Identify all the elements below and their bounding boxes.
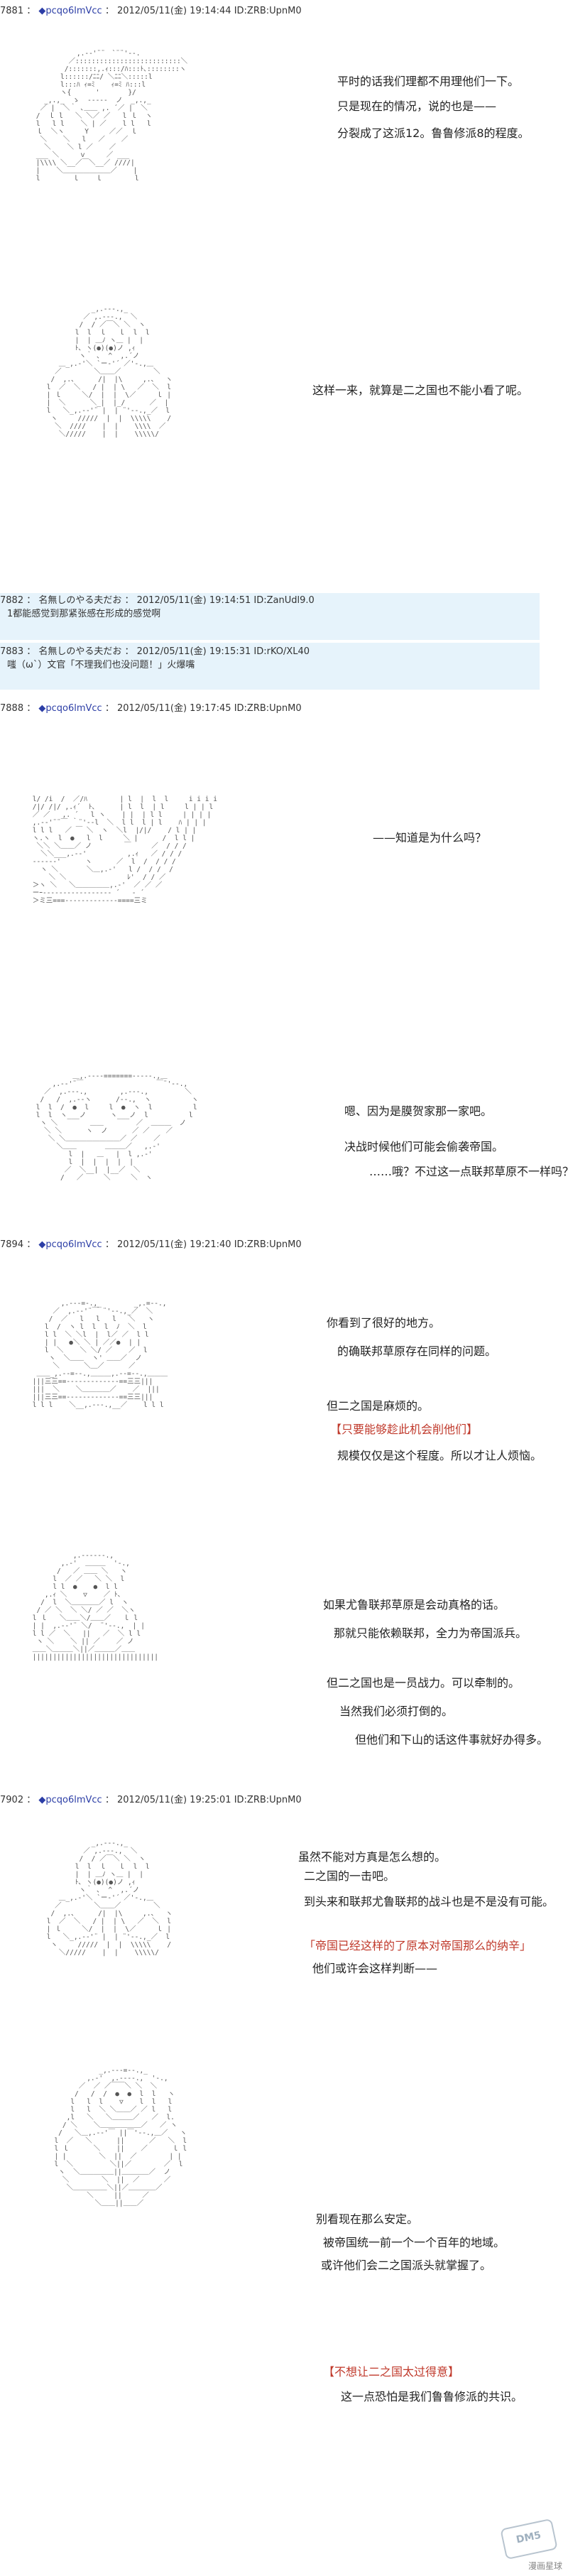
post-header-7882: 7882 ： 名無しのやる夫だお ： 2012/05/11(金) 19:14:5… [0, 595, 315, 606]
dialogue-line: 二之国的一击吧。 [304, 1869, 395, 1883]
post-header-7881: 7881 ： ◆pcqo6lmVcc ： 2012/05/11(金) 19:14… [0, 6, 302, 16]
dialogue-line: 的确联邦草原存在同样的问题。 [337, 1344, 497, 1358]
dialogue-line: 嗯、因为是膜贺家那一家吧。 [344, 1104, 493, 1118]
dialogue-line: 规模仅仅是这个程度。所以才让人烦恼。 [337, 1449, 542, 1462]
post-header-7883: 7883 ： 名無しのやる夫だお ： 2012/05/11(金) 19:15:3… [0, 646, 310, 657]
dialogue-line: 到头来和联邦尤鲁联邦的战斗也是不是没有可能。 [304, 1895, 555, 1908]
dialogue-line: 分裂成了这派12。鲁鲁修派8的程度。 [337, 126, 530, 140]
dialogue-line: 只是现在的情况，说的也是—— [337, 99, 497, 113]
dialogue-line: 如果尤鲁联邦草原是会动真格的话。 [323, 1598, 506, 1612]
aa-art-6: ,.-‐‐‐‐-., ,.-' ＿＿＿ '-., / ／ ＿＿ ＼ ヽ l ／ … [32, 1551, 159, 1661]
watermark-text: 漫画星球 [528, 2561, 562, 2571]
dialogue-line: 决战时候他们可能会偷袭帝国。 [344, 1140, 504, 1153]
dialogue-highlight: 「帝国已经这样的了原本对帝国那么的纳辛」 [304, 1939, 532, 1952]
reply-text-7882: 1都能感觉到那紧张感在形成的感觉啊 [7, 609, 161, 619]
dialogue-line: 他们或许会这样判断—— [312, 1962, 438, 1975]
post-header-7902: 7902 ： ◆pcqo6lmVcc ： 2012/05/11(金) 19:25… [0, 1795, 302, 1805]
dialogue-line: 这样一来，就算是二之国也不能小看了呢。 [312, 384, 529, 397]
reply-text-7883: 嗤（ω`）文官「不理我们也没问题！」火爆嘴 [7, 660, 195, 670]
dialogue-line: 但二之国也是一员战力。可以牵制的。 [327, 1676, 520, 1690]
site-logo: DM5 [500, 2518, 558, 2560]
dialogue-line: 别看现在那么安定。 [316, 2212, 419, 2226]
reply-block-7882 [0, 593, 540, 640]
dialogue-line: 或许他们会二之国派头就掌握了。 [321, 2259, 492, 2272]
reply-block-7883 [0, 643, 540, 690]
aa-art-3: l/ /i / ／/ﾊ | l | l l i i i i /|/ /|/ ,.… [32, 795, 217, 905]
aa-art-2: _,.-‐-.,_ ／ ,.-‐-., ＼ / / ／￣＼ ＼ ヽ l l ｌ … [46, 305, 173, 438]
dialogue-line: 虽然不能对方真是怎么想的。 [298, 1850, 447, 1864]
aa-art-5: ,.-‐‐=-.,_ _,.=‐-., ／ ,.-‐'¨￣ ¨'‐-.,_／ ＼… [32, 1299, 168, 1409]
dialogue-line: ……哦？不过这一点联邦草原不一样吗？ [369, 1165, 568, 1178]
aa-art-8: _,.-‐‐=‐-.,_ ,.-' ,.-‐‐-., '-., ／ ／ ／￣￣＼… [54, 2066, 187, 2207]
dialogue-highlight: 【不想让二之国太过得意】 [323, 2365, 460, 2379]
post-header-7894: 7894 ： ◆pcqo6lmVcc ： 2012/05/11(金) 19:21… [0, 1239, 302, 1250]
aa-art-7: _,.-‐-.,_ ／ ,.-‐-., ＼ / / ／￣＼ ＼ ヽ l l ｌ … [46, 1839, 173, 1957]
post-header-7888: 7888 ： ◆pcqo6lmVcc ： 2012/05/11(金) 19:17… [0, 703, 302, 714]
aa-art-4: ＿,.-‐‐‐=======‐‐‐‐-.,＿ ,.-‐'¨￣ ￣¨'‐-., ／… [36, 1072, 199, 1182]
dialogue-line: 你看到了很好的地方。 [327, 1316, 441, 1330]
dialogue-line: 当然我们必须打倒的。 [339, 1705, 454, 1718]
dialogue-highlight: 【只要能够趁此机会削他们】 [330, 1423, 479, 1436]
aa-art-1: ,.-‐'¨¨￣`¨¨'‐-. ／:::::::::::::::::::::::… [36, 49, 188, 183]
dialogue-line: 被帝国统一前一个一个百年的地域。 [323, 2236, 506, 2249]
dialogue-line: 这一点恐怕是我们鲁鲁修派的共识。 [341, 2390, 523, 2403]
dialogue-line: 但二之国是麻烦的。 [327, 1399, 430, 1413]
dialogue-line: ——知道是为什么吗？ [373, 831, 487, 844]
dialogue-line: 但他们和下山的话这件事就好办得多。 [355, 1733, 549, 1746]
dialogue-line: 那就只能依赖联邦，全力为帝国派兵。 [334, 1626, 528, 1640]
dialogue-line: 平时的话我们理都不用理他们一下。 [337, 75, 520, 88]
